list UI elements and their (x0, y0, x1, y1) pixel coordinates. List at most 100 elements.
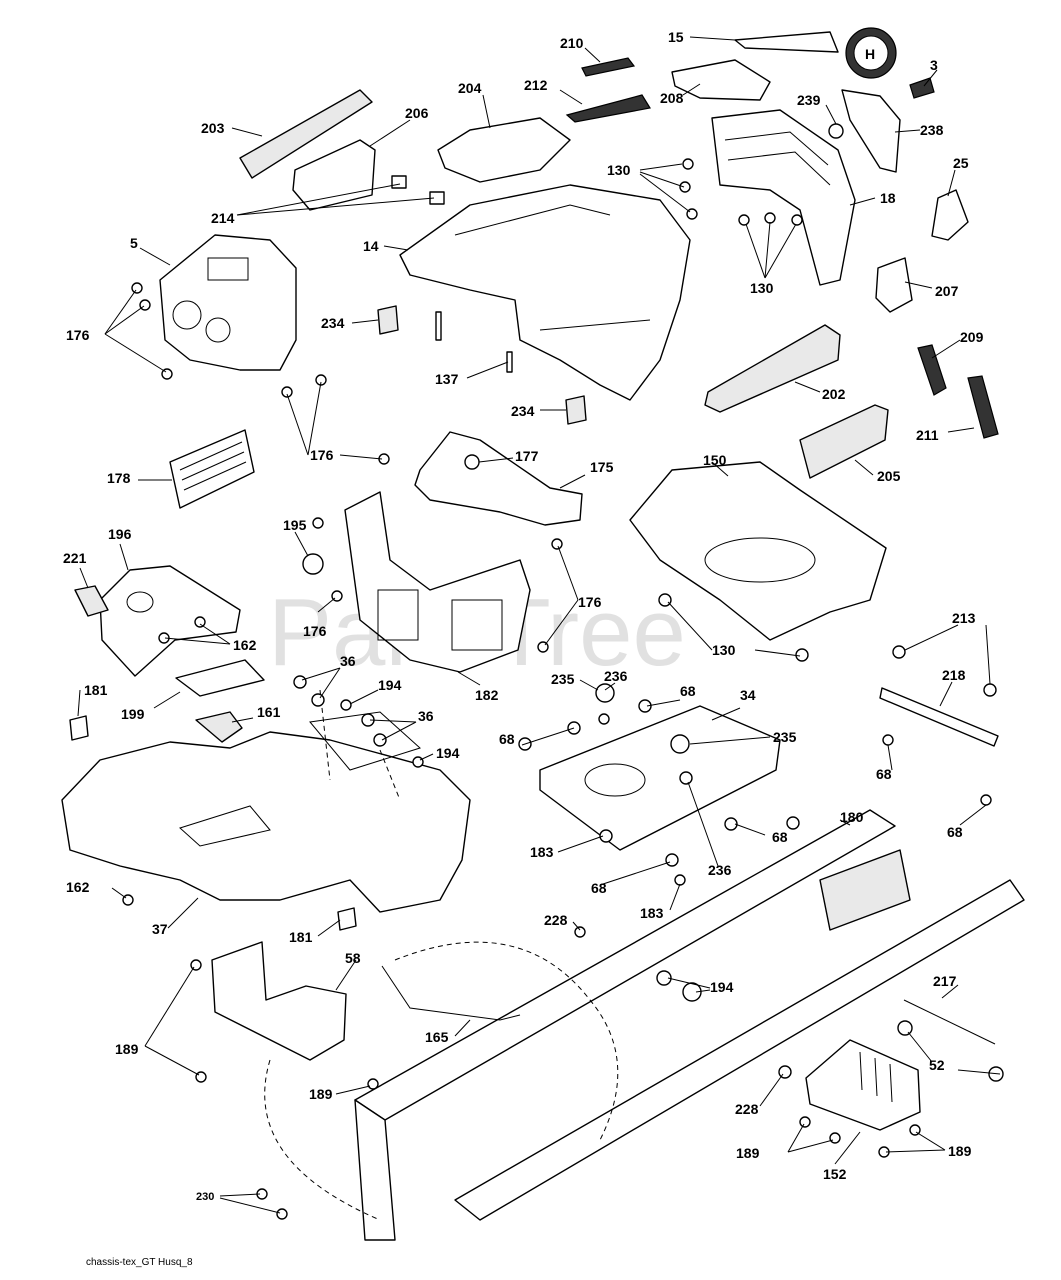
callout-209: 209 (960, 329, 984, 345)
part-207-light (875, 257, 913, 313)
callout-137: 137 (435, 371, 459, 387)
part-203-grille (239, 89, 373, 179)
callout-68-f: 68 (591, 880, 607, 896)
callout-183-a: 183 (530, 844, 554, 860)
callout-15: 15 (668, 29, 684, 45)
callout-36-a: 36 (340, 653, 356, 669)
part-199-plate (175, 659, 265, 697)
callout-58: 58 (345, 950, 361, 966)
callout-36-b: 36 (418, 708, 434, 724)
part-152-plate (805, 1039, 921, 1131)
housing-window-b (451, 599, 503, 651)
housing-detail (724, 131, 831, 186)
hood-detail (454, 204, 651, 331)
callout-210: 210 (560, 35, 584, 51)
dash-gauge-a (172, 300, 202, 330)
part-5-dash (159, 234, 297, 371)
callout-236-b: 236 (708, 862, 732, 878)
callout-52: 52 (929, 1057, 945, 1073)
part-37-fender (61, 731, 471, 913)
leader-lines (77, 36, 1001, 1214)
part-34-plate (539, 705, 781, 851)
callout-234-a: 234 (321, 315, 345, 331)
callout-238: 238 (920, 122, 944, 138)
callout-189-c: 189 (736, 1145, 760, 1161)
callout-180: 180 (840, 809, 864, 825)
callout-234-b: 234 (511, 403, 535, 419)
frame-front (354, 1099, 396, 1241)
part-217-rod (903, 999, 996, 1045)
callout-202: 202 (822, 386, 846, 402)
callout-162-a: 162 (233, 637, 257, 653)
callout-162-b: 162 (66, 879, 90, 895)
part-221-decal (74, 585, 109, 617)
callout-165: 165 (425, 1029, 449, 1045)
part-206-bracket (292, 139, 376, 211)
plate-slots (179, 441, 247, 491)
callout-25: 25 (953, 155, 969, 171)
part-181-bushing-b (337, 907, 357, 931)
callout-236-a: 236 (604, 668, 628, 684)
callout-176-b: 176 (310, 447, 334, 463)
part-137-rod-a (435, 311, 442, 341)
callout-189-a: 189 (115, 1041, 139, 1057)
callout-235-a: 235 (551, 671, 575, 687)
frame-crossmember (819, 849, 911, 931)
logo-inner (853, 35, 889, 71)
callout-195: 195 (283, 517, 307, 533)
callout-214: 214 (211, 210, 235, 226)
callout-218: 218 (942, 667, 966, 683)
callout-228-b: 228 (735, 1101, 759, 1117)
plate-cutout (584, 763, 646, 797)
callout-labels: 15 210 3 204 212 208 239 238 203 206 130… (63, 29, 984, 1203)
callout-130-c: 130 (712, 642, 736, 658)
callout-34: 34 (740, 687, 756, 703)
part-218-bar (879, 687, 999, 747)
callout-194-a: 194 (378, 677, 402, 693)
callout-176-c: 176 (303, 623, 327, 639)
callout-204: 204 (458, 80, 482, 96)
callout-161: 161 (257, 704, 281, 720)
dash-gauge-b (205, 317, 231, 343)
bolt-path-a (319, 689, 331, 781)
callout-205: 205 (877, 468, 901, 484)
part-18-housing (711, 109, 856, 286)
frame-rail-2 (454, 879, 1025, 1221)
part-205-panel (799, 404, 889, 479)
callout-206: 206 (405, 105, 429, 121)
callout-194-b: 194 (436, 745, 460, 761)
callout-68-a: 68 (680, 683, 696, 699)
callout-203: 203 (201, 120, 225, 136)
part-239-clip (828, 123, 844, 139)
part-14-hood (399, 184, 691, 401)
part-208-light (671, 59, 771, 101)
fender-seat-slot (179, 805, 271, 847)
callout-68-d: 68 (772, 829, 788, 845)
callout-194-c: 194 (710, 979, 734, 995)
callout-181-a: 181 (84, 682, 108, 698)
part-182-housing (344, 491, 531, 673)
part-181-bushing-a (69, 715, 89, 741)
part-234-pad-a (377, 305, 399, 335)
callout-37: 37 (152, 921, 168, 937)
part-211-grille (967, 375, 999, 439)
callout-213: 213 (952, 610, 976, 626)
part-3-badge (909, 77, 935, 99)
callout-208: 208 (660, 90, 684, 106)
footer-caption: chassis-tex_GT Husq_8 (86, 1257, 193, 1268)
part-165-rod (381, 965, 521, 1021)
callout-176-a: 176 (66, 327, 90, 343)
callout-68-e: 68 (947, 824, 963, 840)
callout-230: 230 (196, 1191, 214, 1203)
callout-199: 199 (121, 706, 145, 722)
harness-dashed-a (394, 941, 619, 1141)
callout-18: 18 (880, 190, 896, 206)
dash-display (207, 257, 249, 281)
part-210-grille (581, 57, 636, 77)
callout-196: 196 (108, 526, 132, 542)
callout-150: 150 (703, 452, 727, 468)
console-cupholder (126, 591, 154, 613)
callout-228-a: 228 (544, 912, 568, 928)
part-204-cover (437, 117, 571, 183)
